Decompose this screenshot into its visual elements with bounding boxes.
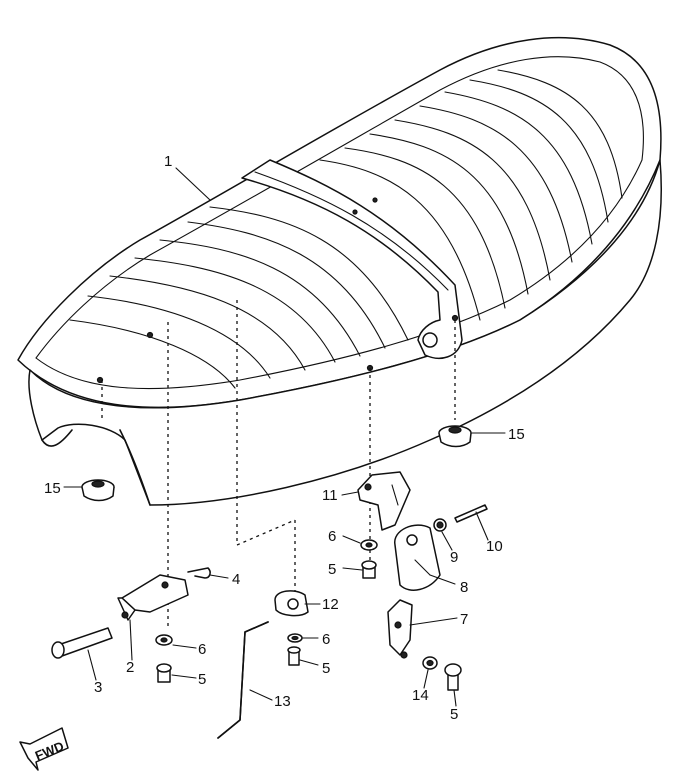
washer-right — [360, 539, 378, 551]
plate-washer — [422, 656, 438, 670]
callout-7: 7 — [460, 611, 468, 628]
lock-spring — [433, 518, 447, 532]
callout-8: 8 — [460, 579, 468, 596]
plate-bolt — [444, 663, 462, 691]
callout-6-middle: 6 — [322, 631, 330, 648]
callout-1: 1 — [164, 153, 172, 170]
callout-15-right: 15 — [508, 426, 525, 443]
seat-prop-rod — [217, 621, 269, 739]
callout-6-right: 6 — [328, 528, 336, 545]
bolt-left — [156, 663, 172, 683]
callout-5-plate: 5 — [450, 706, 458, 723]
hinge-pin — [51, 627, 113, 659]
lock-plate — [387, 599, 413, 659]
callout-6-left: 6 — [198, 641, 206, 658]
washer-middle — [287, 633, 303, 643]
callout-14: 14 — [412, 687, 429, 704]
callout-5-left: 5 — [198, 671, 206, 688]
bolt-middle — [287, 646, 301, 666]
callout-3: 3 — [94, 679, 102, 696]
callout-2: 2 — [126, 659, 134, 676]
callout-labels: 1 2 3 4 5 5 5 5 6 6 6 7 8 9 10 11 12 13 … — [44, 153, 525, 723]
callout-15-left: 15 — [44, 480, 61, 497]
hinge-bracket-left — [117, 574, 189, 621]
callout-5-middle: 5 — [322, 660, 330, 677]
clip — [187, 567, 211, 579]
callout-4: 4 — [232, 571, 240, 588]
callout-10: 10 — [486, 538, 503, 555]
callout-9: 9 — [450, 549, 458, 566]
seat-body — [17, 37, 662, 506]
seat-lock — [394, 524, 441, 591]
rubber-damper-left — [81, 479, 115, 502]
lock-bracket — [357, 471, 411, 531]
assembly-guide-lines — [101, 300, 456, 630]
rubber-damper-right — [438, 425, 472, 448]
washer-left — [155, 634, 173, 646]
callout-11: 11 — [322, 487, 338, 504]
callout-12: 12 — [322, 596, 339, 613]
callout-13: 13 — [274, 693, 291, 710]
bolt-right — [361, 560, 377, 579]
lock-pin — [454, 504, 488, 523]
leader-lines — [63, 167, 506, 707]
forward-arrow-icon: FWD — [19, 727, 69, 771]
rod-holder — [274, 590, 309, 617]
callout-5-right: 5 — [328, 561, 336, 578]
